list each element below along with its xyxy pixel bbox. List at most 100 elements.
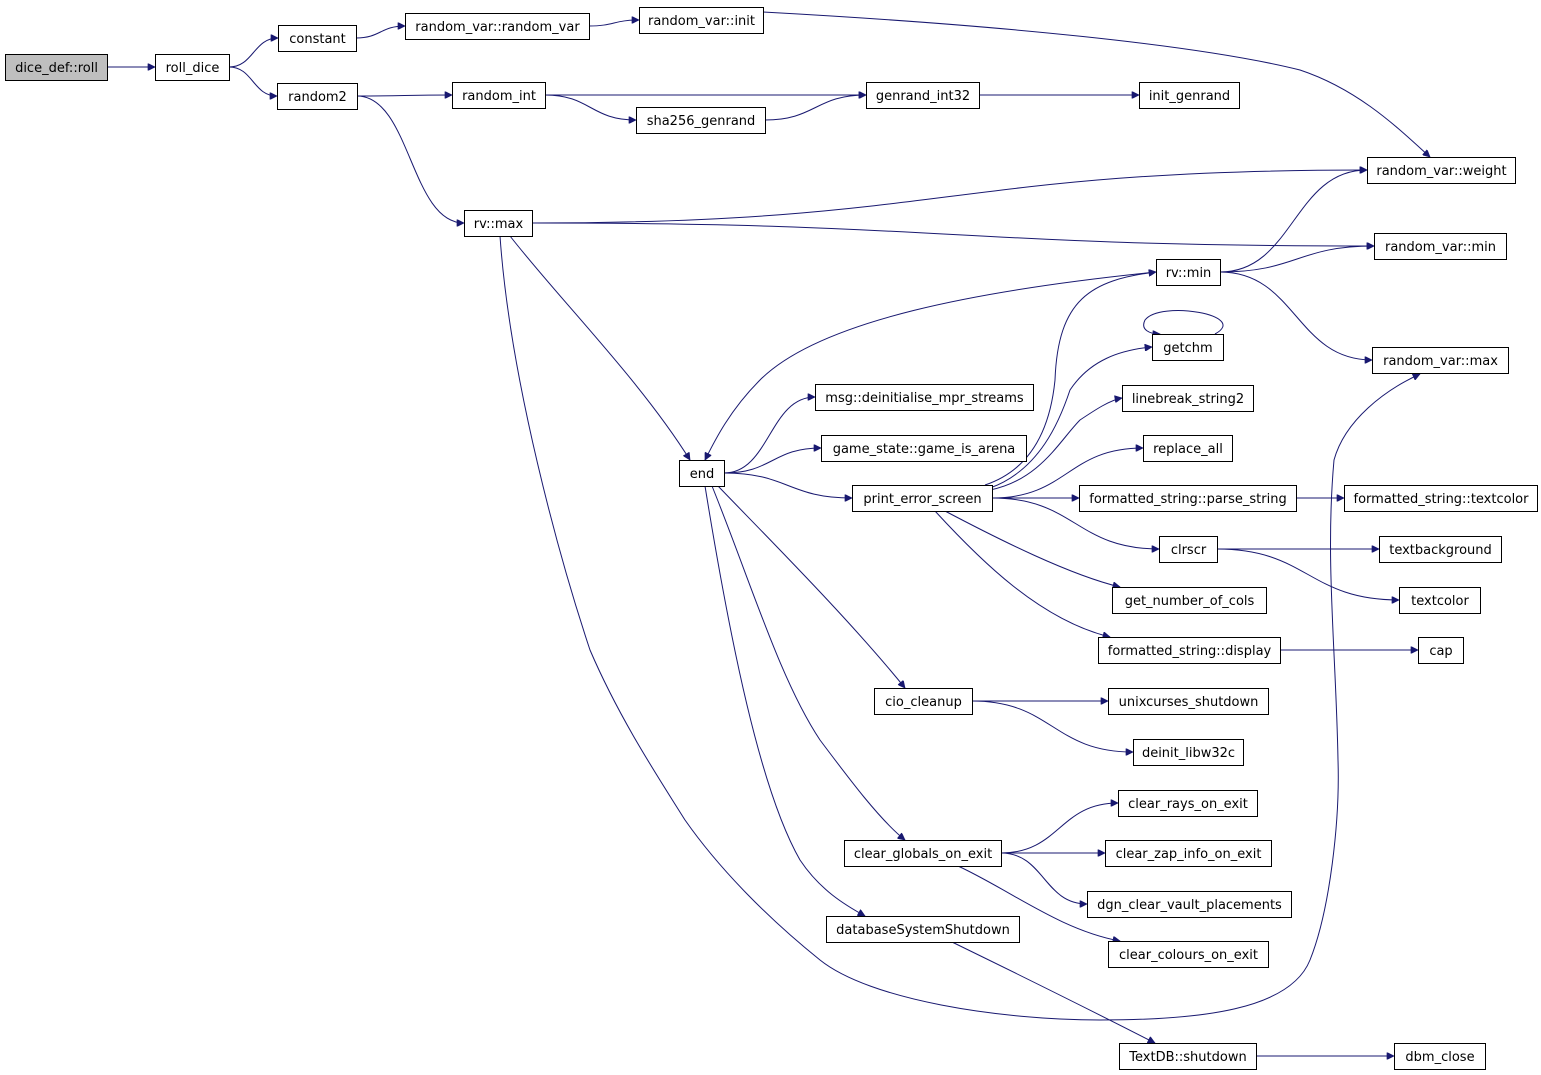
edge-random2-to-rv_max (356, 95, 464, 223)
node-box (866, 82, 980, 109)
node-clear_globals_on_exit[interactable]: clear_globals_on_exit (844, 840, 1002, 867)
node-dice_def_roll[interactable]: dice_def::roll (5, 54, 108, 81)
node-label: game_state::game_is_arena (833, 442, 1016, 457)
node-label: random_var::weight (1376, 164, 1506, 179)
node-sha256_genrand[interactable]: sha256_genrand (636, 107, 766, 134)
edge-clear_globals_on_exit-to-clear_rays_on_exit (1000, 803, 1118, 854)
node-fs_display[interactable]: formatted_string::display (1098, 637, 1281, 664)
node-cio_cleanup[interactable]: cio_cleanup (874, 688, 973, 715)
node-init_genrand[interactable]: init_genrand (1139, 82, 1240, 109)
node-label: textbackground (1389, 543, 1492, 558)
node-get_number_of_cols[interactable]: get_number_of_cols (1112, 587, 1267, 614)
node-box (1118, 790, 1258, 817)
node-label: unixcurses_shutdown (1119, 695, 1259, 710)
node-constant[interactable]: constant (278, 25, 357, 52)
node-databaseSystemShutdown[interactable]: databaseSystemShutdown (826, 916, 1020, 943)
node-label: rv::min (1166, 266, 1212, 281)
node-unixcurses_shutdown[interactable]: unixcurses_shutdown (1108, 688, 1269, 715)
node-box (1418, 637, 1464, 664)
node-textdb_shutdown[interactable]: TextDB::shutdown (1119, 1043, 1257, 1070)
edge-end-to-game_is_arena (723, 448, 821, 474)
edge-print_error_screen-to-clrscr (991, 497, 1159, 549)
node-box (278, 25, 357, 52)
node-random2[interactable]: random2 (277, 83, 358, 110)
node-rv_min[interactable]: rv::min (1156, 259, 1221, 286)
node-label: textcolor (1411, 594, 1469, 609)
edge-end-to-databaseSystemShutdown (704, 485, 865, 917)
node-label: random2 (288, 90, 347, 105)
node-label: linebreak_string2 (1132, 392, 1244, 407)
edge-print_error_screen-to-getchm (989, 347, 1152, 489)
node-clrscr[interactable]: clrscr (1159, 536, 1218, 563)
node-label: end (690, 467, 715, 482)
node-box (1079, 485, 1297, 512)
edge-print_error_screen-to-fs_display (934, 510, 1110, 637)
node-box (1379, 536, 1502, 563)
node-roll_dice[interactable]: roll_dice (155, 54, 230, 81)
edge-end-to-msg_deinit (723, 397, 815, 474)
node-cap[interactable]: cap (1418, 637, 1464, 664)
node-print_error_screen[interactable]: print_error_screen (852, 485, 993, 512)
node-box (1108, 688, 1269, 715)
call-edges (107, 11, 1430, 1056)
node-box (1374, 233, 1507, 260)
node-label: clear_rays_on_exit (1128, 797, 1248, 812)
node-box (1139, 82, 1240, 109)
node-parse_string[interactable]: formatted_string::parse_string (1079, 485, 1297, 512)
node-box (826, 916, 1020, 943)
node-box (1122, 385, 1254, 412)
node-box (277, 83, 358, 110)
node-box (679, 460, 725, 487)
node-random_var_random_var[interactable]: random_var::random_var (405, 13, 590, 40)
node-textbackground[interactable]: textbackground (1379, 536, 1502, 563)
node-random_int[interactable]: random_int (452, 82, 546, 109)
node-box (1119, 1043, 1257, 1070)
edge-roll_dice-to-constant (228, 38, 278, 68)
node-label: rv::max (474, 217, 524, 232)
node-label: TextDB::shutdown (1128, 1050, 1246, 1065)
node-box (464, 210, 533, 237)
node-label: random_int (462, 89, 536, 104)
node-label: formatted_string::display (1108, 644, 1272, 659)
edge-print_error_screen-to-get_number_of_cols (944, 510, 1120, 587)
node-box (1152, 334, 1224, 361)
node-random_var_init[interactable]: random_var::init (639, 7, 764, 34)
node-clear_zap_info_on_exit[interactable]: clear_zap_info_on_exit (1105, 840, 1272, 867)
node-msg_deinit[interactable]: msg::deinitialise_mpr_streams (815, 384, 1034, 411)
edge-clear_globals_on_exit-to-clear_colours_on_exit (957, 865, 1120, 941)
node-rv_max[interactable]: rv::max (464, 210, 533, 237)
node-box (1108, 941, 1269, 968)
edge-random_int-to-sha256_genrand (544, 94, 636, 120)
node-label: dbm_close (1405, 1050, 1474, 1065)
edge-print_error_screen-to-rv_min (984, 272, 1156, 486)
edge-rv_max-to-end (509, 235, 691, 460)
node-random_var_min[interactable]: random_var::min (1374, 233, 1507, 260)
node-box (1367, 157, 1516, 184)
node-textcolor[interactable]: textcolor (1399, 587, 1481, 614)
node-clear_rays_on_exit[interactable]: clear_rays_on_exit (1118, 790, 1258, 817)
node-box (639, 7, 764, 34)
edge-rv_max-to-random_var_weight (531, 170, 1367, 224)
edge-end-to-cio_cleanup (717, 485, 905, 688)
edge-rv_max-to-random_var_min (531, 222, 1374, 246)
node-random_var_weight[interactable]: random_var::weight (1367, 157, 1516, 184)
node-dbm_close[interactable]: dbm_close (1394, 1043, 1486, 1070)
node-deinit_libw32c[interactable]: deinit_libw32c (1133, 739, 1244, 766)
node-genrand_int32[interactable]: genrand_int32 (866, 82, 980, 109)
edge-rv_max-to-random_var_max (499, 235, 1420, 1021)
node-label: constant (289, 32, 346, 47)
node-dgn_clear_vault_placements[interactable]: dgn_clear_vault_placements (1087, 891, 1292, 918)
node-random_var_max[interactable]: random_var::max (1372, 347, 1509, 374)
edge-end-to-print_error_screen (723, 472, 852, 498)
node-label: clear_colours_on_exit (1119, 948, 1258, 963)
node-label: genrand_int32 (876, 89, 970, 104)
node-game_is_arena[interactable]: game_state::game_is_arena (821, 435, 1027, 462)
node-replace_all[interactable]: replace_all (1143, 435, 1233, 462)
node-end[interactable]: end (679, 460, 725, 487)
node-label: random_var::random_var (415, 20, 580, 35)
node-linebreak_string2[interactable]: linebreak_string2 (1122, 385, 1254, 412)
node-fs_textcolor[interactable]: formatted_string::textcolor (1344, 485, 1538, 512)
node-getchm[interactable]: getchm (1152, 334, 1224, 361)
edge-print_error_screen-to-linebreak_string2 (989, 398, 1122, 491)
node-clear_colours_on_exit[interactable]: clear_colours_on_exit (1108, 941, 1269, 968)
